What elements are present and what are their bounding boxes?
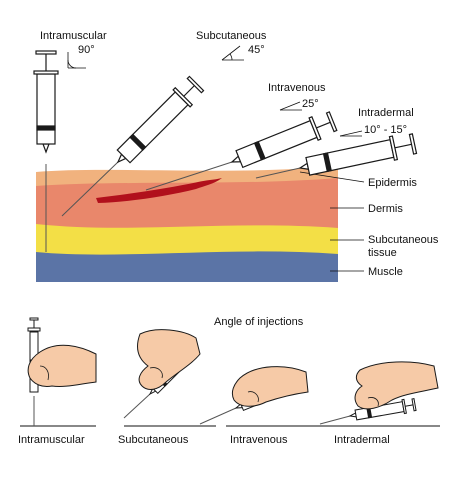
angle-label-10-15: 10° - 15°: [364, 124, 408, 136]
angle-label-25: 25°: [302, 98, 319, 110]
label-subcutaneous: Subcutaneous: [196, 30, 267, 42]
bottom-label-intramuscular: Intramuscular: [18, 434, 85, 446]
hand-intravenous: [199, 366, 309, 425]
hand-intramuscular: [27, 317, 97, 426]
syringe-subcutaneous: [116, 75, 205, 164]
label-intradermal: Intradermal: [358, 107, 414, 119]
angle-label-45: 45°: [248, 44, 265, 56]
label-muscle: Muscle: [368, 266, 403, 278]
bottom-label-intradermal: Intradermal: [334, 434, 390, 446]
label-epidermis: Epidermis: [368, 177, 417, 189]
epidermis-layer: [36, 166, 338, 186]
angle-marks: [67, 45, 363, 137]
needle-shafts: [45, 161, 301, 252]
shaft-intradermal: [255, 167, 301, 179]
angle-label-90: 90°: [78, 44, 95, 56]
syringe-intramuscular: [33, 50, 59, 154]
vein: [96, 178, 222, 203]
bottom-label-subcutaneous: Subcutaneous: [118, 434, 189, 446]
bottom-label-intravenous: Intravenous: [230, 434, 288, 446]
shaft-subcutaneous: [61, 161, 119, 217]
shaft-intravenous: [145, 161, 233, 191]
label-subcutaneous-tissue-1: Subcutaneous: [368, 234, 439, 246]
angle-mark-25: [279, 101, 302, 111]
hand-intradermal: [319, 361, 439, 425]
subcutaneous-layer: [36, 222, 338, 255]
hand-subcutaneous: [123, 329, 201, 419]
label-intravenous: Intravenous: [268, 82, 326, 94]
skin-cross-section: [36, 166, 338, 282]
dermis-layer: [36, 174, 338, 228]
angle-mark-90: [67, 52, 86, 69]
label-subcutaneous-tissue-2: tissue: [368, 247, 397, 259]
section-title: Angle of injections: [214, 316, 304, 328]
label-dermis: Dermis: [368, 203, 403, 215]
angle-mark-45: [221, 45, 244, 61]
muscle-layer: [36, 249, 338, 282]
syringe-intravenous: [230, 111, 338, 169]
angle-mark-10: [339, 130, 363, 137]
label-intramuscular: Intramuscular: [40, 30, 107, 42]
syringe-intradermal: [298, 133, 418, 176]
